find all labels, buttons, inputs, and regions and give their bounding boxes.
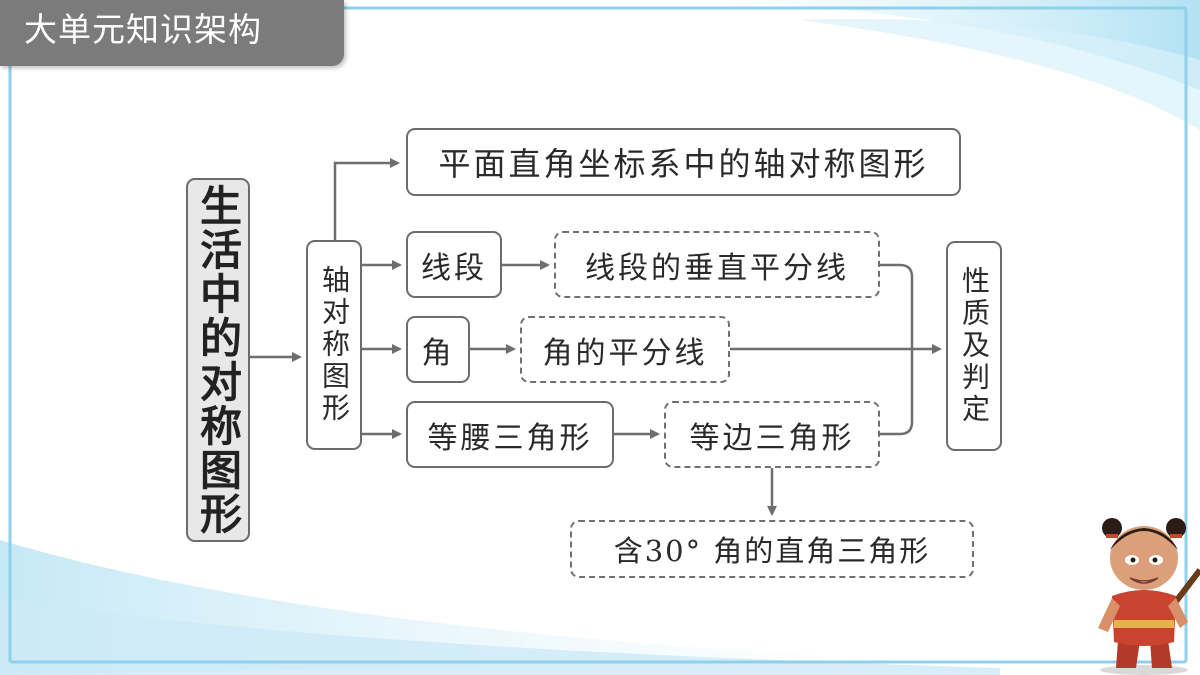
mascot-arms — [1098, 598, 1188, 632]
right-triangle-30-node: 含30° 角的直角三角形 — [570, 520, 974, 578]
mascot-legs — [1116, 640, 1172, 668]
angle-node: 角 — [406, 316, 470, 383]
properties-node: 性质及判定 — [946, 241, 1002, 451]
mascot-bun-tie-left — [1106, 534, 1118, 538]
segment-node: 线段 — [406, 231, 502, 298]
mascot-hair-bun-left — [1102, 518, 1122, 538]
mascot-illustration — [1098, 518, 1200, 675]
root-node: 生活中的对称图形 — [186, 178, 250, 542]
mascot-bun-tie-right — [1170, 534, 1182, 538]
perpendicular-bisector-node: 线段的垂直平分线 — [554, 231, 880, 298]
top-right-wave-light — [800, 19, 1200, 130]
content-frame — [8, 6, 1188, 664]
mascot-hair — [1110, 528, 1178, 550]
section-header: 大单元知识架构 — [0, 0, 344, 66]
angle-bisector-node: 角的平分线 — [520, 316, 730, 383]
coordinate-node: 平面直角坐标系中的轴对称图形 — [406, 128, 961, 196]
mascot-mouth — [1129, 577, 1159, 584]
mascot-pupil-right — [1152, 557, 1158, 563]
axial-symmetry-node: 轴对称图形 — [306, 240, 362, 450]
isosceles-triangle-node: 等腰三角形 — [406, 401, 614, 468]
mascot-pupil-left — [1130, 557, 1136, 563]
bottom-left-wave-light — [0, 600, 1000, 675]
top-right-wave — [700, 0, 1200, 90]
mascot-hair-bun-right — [1166, 518, 1186, 538]
equilateral-triangle-node: 等边三角形 — [664, 401, 880, 468]
mascot-belt — [1114, 620, 1174, 628]
mascot-head — [1110, 526, 1178, 590]
section-title: 大单元知识架构 — [24, 10, 262, 49]
mascot-body — [1112, 590, 1176, 646]
mascot-shadow — [1100, 665, 1188, 675]
